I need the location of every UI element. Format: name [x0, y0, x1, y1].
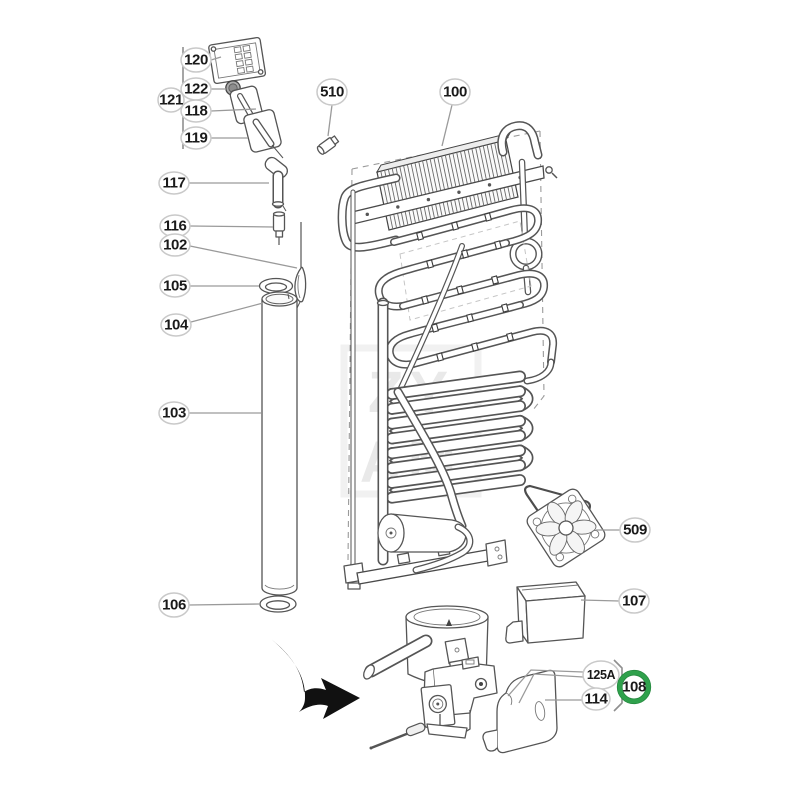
part-116-spacer	[272, 211, 286, 245]
tube-clips	[416, 212, 514, 362]
svg-text:120: 120	[184, 52, 208, 69]
svg-text:119: 119	[185, 130, 208, 147]
svg-text:121: 121	[159, 92, 183, 109]
part-label-100: 100	[439, 78, 471, 147]
part-117-flue-adapter	[264, 156, 288, 212]
direction-arrow	[271, 639, 360, 719]
svg-text:510: 510	[320, 84, 344, 101]
part-103-flue-tube	[261, 291, 298, 596]
evaporator-fins	[380, 140, 515, 230]
burner-assembly-drawing	[369, 656, 558, 754]
svg-text:116: 116	[164, 218, 187, 235]
part-label-103: 103	[158, 401, 261, 425]
cooling-unit-100-drawing	[342, 126, 558, 687]
svg-text:104: 104	[164, 317, 189, 334]
svg-text:114: 114	[585, 691, 609, 708]
drip-tray-107-drawing	[505, 581, 586, 644]
svg-text:106: 106	[162, 597, 186, 614]
part-label-125A: 125A	[507, 660, 620, 704]
svg-text:107: 107	[622, 593, 646, 610]
svg-text:108: 108	[622, 679, 646, 696]
part-119-bracket	[243, 109, 284, 159]
part-label-106: 106	[158, 592, 260, 618]
part-105-ring	[258, 277, 294, 295]
part-label-122: 122	[180, 77, 226, 101]
part-label-105: 105	[159, 274, 259, 298]
svg-text:122: 122	[184, 81, 208, 98]
part-label-510: 510	[316, 78, 348, 137]
svg-text:103: 103	[162, 405, 186, 422]
part-label-102: 102	[159, 233, 298, 269]
part-label-108: 108	[616, 669, 652, 705]
part-120-panel	[208, 36, 267, 85]
part-label-116: 116	[159, 214, 274, 238]
part-106-ring	[259, 595, 297, 613]
part-label-119: 119	[180, 126, 248, 150]
part-510-component	[316, 135, 340, 155]
svg-text:105: 105	[163, 278, 187, 295]
part-label-107: 107	[580, 588, 650, 614]
part-label-118: 118	[180, 99, 257, 123]
part-label-117: 117	[158, 171, 269, 195]
absorber-coils	[378, 370, 534, 504]
svg-text:118: 118	[185, 103, 208, 120]
fan-509-drawing	[523, 484, 606, 568]
flue-parts-drawing	[208, 36, 340, 613]
svg-text:102: 102	[163, 237, 187, 254]
svg-text:125A: 125A	[587, 668, 616, 682]
part-label-121: 121	[157, 87, 185, 113]
part-label-120: 120	[180, 47, 222, 73]
part-label-509: 509	[596, 517, 651, 543]
part-label-104: 104	[160, 302, 264, 337]
svg-text:509: 509	[623, 522, 647, 539]
svg-text:100: 100	[443, 84, 467, 101]
part-label-114: 114	[545, 687, 611, 711]
part-102-baffle	[294, 222, 307, 309]
svg-text:117: 117	[163, 175, 186, 192]
